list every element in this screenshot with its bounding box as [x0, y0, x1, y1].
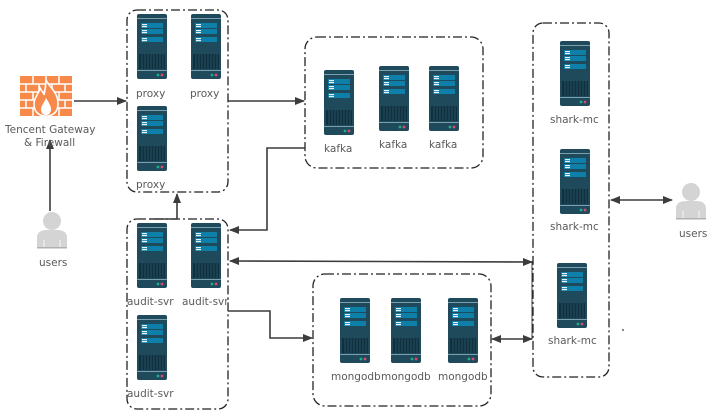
audit-svr-label: audit-svr: [182, 296, 229, 308]
audit-to-mongodb-arrow: [228, 310, 313, 342]
audit-server-icon: [190, 222, 222, 289]
mongodb-server-icon: [390, 297, 422, 364]
mongodb-label: mongodb: [438, 371, 488, 383]
audit-server-icon: [136, 314, 168, 381]
users-right-icon: [675, 182, 707, 220]
audit-server-icon: [136, 222, 168, 289]
proxy-label: proxy: [190, 88, 219, 100]
kafka-label: kafka: [324, 143, 352, 155]
kafka-to-audit-arrow: [229, 147, 305, 234]
gateway-label-line2: & Firewall: [24, 137, 75, 149]
mongodb-label: mongodb: [381, 371, 431, 383]
users-left-icon: [36, 211, 68, 249]
mongodb-server-icon: [447, 297, 479, 364]
shark-mc-server-icon: [559, 40, 591, 107]
proxy-server-icon: [136, 13, 168, 80]
audit-shark-bidirectional-arrow: [229, 257, 533, 266]
audit-svr-label: audit-svr: [127, 388, 174, 400]
shark-mc-label: shark-mc: [550, 114, 599, 126]
shark-mc-label: shark-mc: [548, 335, 597, 347]
kafka-label: kafka: [379, 139, 407, 151]
shark-mc-server-icon: [556, 262, 588, 329]
proxy-server-icon: [136, 105, 168, 172]
shark-mc-label: shark-mc: [550, 221, 599, 233]
kafka-label: kafka: [429, 139, 457, 151]
proxy-server-icon: [190, 13, 222, 80]
kafka-group-box: [304, 36, 484, 169]
proxy-label: proxy: [136, 88, 165, 100]
kafka-server-icon: [323, 69, 355, 136]
proxy-label: proxy: [136, 179, 165, 191]
kafka-server-icon: [378, 65, 410, 132]
firewall-icon: [20, 76, 72, 117]
users-left-label: users: [39, 257, 67, 269]
users-right-label: users: [679, 228, 707, 240]
kafka-server-icon: [428, 65, 460, 132]
mongodb-server-icon: [339, 297, 371, 364]
audit-svr-label: audit-svr: [127, 296, 174, 308]
gateway-label: Tencent Gateway: [4, 124, 95, 136]
shark-mc-server-icon: [559, 148, 591, 215]
audit-to-proxy-arrow: [150, 193, 181, 220]
mongodb-label: mongodb: [331, 371, 381, 383]
shark-group-box: [532, 22, 610, 378]
